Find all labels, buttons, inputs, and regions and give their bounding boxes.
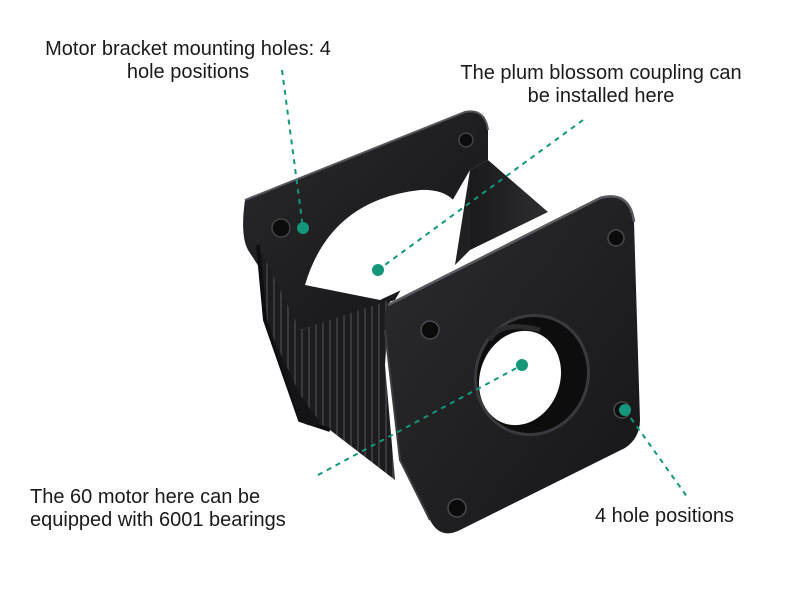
callout-line-bottom-right <box>624 409 689 499</box>
bearing-bore <box>478 330 562 426</box>
back-mounting-hole <box>271 218 291 238</box>
annotation-line: The 60 motor here can be <box>30 486 261 508</box>
callout-line-top-right <box>377 119 584 271</box>
callout-dot-top-right <box>372 264 384 276</box>
back-plate <box>243 110 489 330</box>
front-mounting-hole <box>607 229 625 247</box>
annotation-line: 4 hole positions <box>595 505 734 527</box>
annotation-line: Motor bracket mounting holes: 4 <box>45 38 331 60</box>
back-plate-foot <box>265 320 320 426</box>
front-mounting-hole <box>420 320 440 340</box>
callout-dot-top-left <box>297 222 309 234</box>
annotation-line: The plum blossom coupling can <box>460 62 742 84</box>
back-mounting-hole <box>458 132 474 148</box>
callouts <box>281 69 689 499</box>
callout-dot-bottom-right <box>619 404 631 416</box>
annotation-mounting-holes: Motor bracket mounting holes: 4 hole pos… <box>18 38 358 84</box>
annotation-line: hole positions <box>126 61 250 83</box>
top-side-wall <box>455 160 548 265</box>
annotation-line: equipped with 6001 bearings <box>30 509 286 531</box>
front-mounting-hole <box>447 498 467 518</box>
back-plate-opening <box>305 189 463 300</box>
annotation-bearings: The 60 motor here can be equipped with 6… <box>30 486 350 532</box>
callout-dot-bottom-left <box>516 359 528 371</box>
callout-line-bottom-left <box>317 364 523 476</box>
annotation-hole-positions: 4 hole positions <box>595 505 765 528</box>
annotation-coupling: The plum blossom coupling can be install… <box>436 62 766 108</box>
callout-line-top-left <box>281 69 304 229</box>
annotation-line: be installed here <box>527 85 675 107</box>
front-plate <box>384 195 640 534</box>
